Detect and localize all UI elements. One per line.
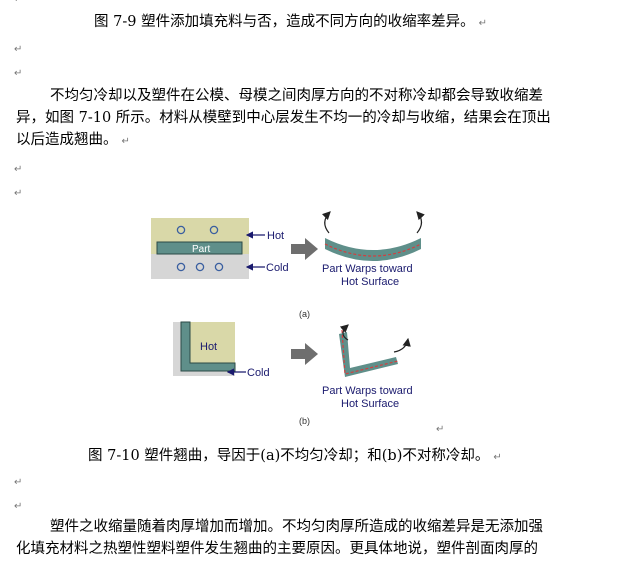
sub-label-a: (a): [299, 309, 310, 319]
paragraph-line: 异，如图 7-10 所示。材料从模壁到中心层发生不均一的冷却与收缩，结果会在顶出: [16, 110, 551, 126]
hot-label-a: Hot: [267, 230, 284, 242]
caption-text: 图 7-9 塑件添加填充料与否，造成不同方向的收缩率差异。: [94, 14, 475, 30]
process-arrow-icon: [291, 238, 318, 260]
paragraph-mark: ↵: [14, 188, 23, 199]
process-arrow-icon: [291, 343, 318, 365]
paragraph-mark: ↵: [14, 164, 23, 175]
warp-caption-b-line2: Hot Surface: [341, 398, 399, 410]
paragraph-mark: ↵: [436, 424, 445, 435]
warped-part-a: [321, 211, 425, 261]
cold-label-a: Cold: [266, 262, 289, 274]
body-paragraph-2: 塑件之收缩量随着肉厚增加而增加。不均匀肉厚所造成的收缩差异是无添加强 化填充材料…: [16, 516, 606, 560]
figure-7-9-caption: 图 7-9 塑件添加填充料与否，造成不同方向的收缩率差异。↵: [94, 14, 487, 30]
paragraph-mark: ↵: [14, 501, 23, 512]
paragraph-line: 以后造成翘曲。↵: [16, 132, 130, 148]
warped-part-b: [339, 324, 411, 377]
paragraph-line: 不均匀冷却以及塑件在公模、母模之间肉厚方向的不对称冷却都会导致收缩差: [50, 88, 543, 104]
figure-b-mold: [173, 321, 236, 376]
figure-7-10-caption: 图 7-10 塑件翘曲，导因于(a)不均匀冷却；和(b)不对称冷却。↵: [88, 448, 502, 464]
paragraph-line: 化填充材料之热塑性塑料塑件发生翘曲的主要原因。更具体地说，塑件剖面肉厚的: [16, 541, 538, 557]
figure-a-mold: [151, 218, 249, 279]
warp-caption-a-line1: Part Warps toward: [322, 263, 413, 275]
paragraph-mark: ↵: [14, 68, 23, 79]
paragraph-mark: ↵: [14, 477, 23, 488]
paragraph-mark: ↵: [14, 44, 23, 55]
paragraph-mark: ↵: [14, 0, 22, 6]
sub-label-b: (b): [299, 416, 310, 426]
warp-caption-b-line1: Part Warps toward: [322, 385, 413, 397]
caption-text: 图 7-10 塑件翘曲，导因于(a)不均匀冷却；和(b)不对称冷却。: [88, 448, 490, 464]
cold-label-b: Cold: [247, 367, 270, 379]
body-paragraph-1: 不均匀冷却以及塑件在公模、母模之间肉厚方向的不对称冷却都会导致收缩差 异，如图 …: [16, 85, 606, 151]
hot-label-b: Hot: [200, 341, 217, 353]
part-label: Part: [192, 244, 211, 255]
paragraph-line: 塑件之收缩量随着肉厚增加而增加。不均匀肉厚所造成的收缩差异是无添加强: [50, 519, 543, 535]
warp-caption-a-line2: Hot Surface: [341, 276, 399, 288]
